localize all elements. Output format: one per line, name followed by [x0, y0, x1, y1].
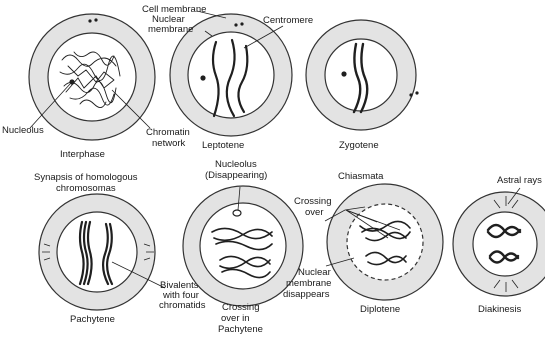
diakinesis-nucleus-region — [473, 212, 537, 276]
pachytene-cell — [39, 194, 165, 310]
leptotene-centriole — [234, 23, 237, 26]
nucleolus-disappearing-label: Nucleolus(Disappearing) — [205, 159, 267, 181]
zygotene-label: Zygotene — [339, 140, 379, 151]
interphase-cell — [29, 14, 155, 140]
diplotene-dissolving-membrane — [347, 204, 423, 280]
diakinesis-label: Diakinesis — [478, 304, 522, 315]
crossing-over-nuclear-membrane — [200, 203, 286, 289]
zygotene-cell — [306, 20, 419, 130]
centromere-label: Centromere — [263, 15, 313, 26]
leptotene-nucleolus — [200, 75, 205, 80]
crossing-over-cell — [183, 186, 303, 306]
chiasmata-label: Chiasmata — [338, 171, 384, 182]
nucleolus-label: Nucleolus — [2, 125, 44, 136]
zygotene-centriole — [409, 93, 412, 96]
leptotene-centriole-2 — [240, 22, 243, 25]
pachytene-nuclear-membrane — [57, 212, 137, 292]
astral-rays-label: Astral rays — [497, 175, 542, 186]
disappearing-nucleolus — [233, 210, 241, 216]
interphase-centriole — [88, 19, 91, 22]
diplotene-label: Diplotene — [360, 304, 400, 315]
interphase-nucleolus — [69, 79, 74, 84]
zygotene-centriole-2 — [415, 91, 418, 94]
zygotene-nucleolus — [341, 71, 346, 76]
diplotene-cell — [325, 184, 443, 300]
pachytene-label: Pachytene — [70, 314, 115, 325]
interphase-label: Interphase — [60, 149, 105, 160]
diakinesis-cell — [453, 188, 545, 296]
leptotene-label: Leptotene — [202, 140, 244, 151]
interphase-centriole-2 — [94, 18, 97, 21]
